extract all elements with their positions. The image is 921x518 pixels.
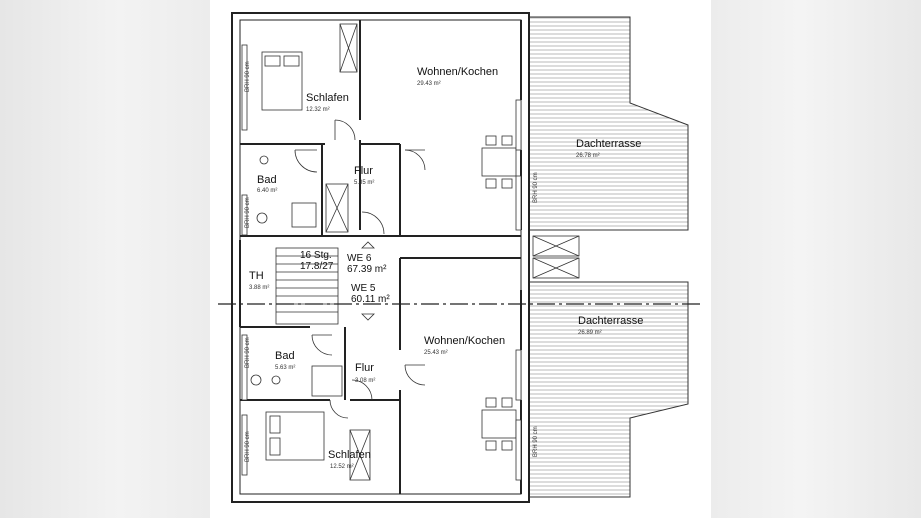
room-name-flur-top: Flur [354, 165, 373, 177]
room-name-wohnen-top: Wohnen/Kochen [417, 66, 499, 78]
room-area-th: 3.88 m² [249, 285, 270, 291]
room-name-th: TH [249, 270, 264, 282]
room-name-schlafen-bottom: Schlafen [328, 449, 371, 461]
wardrobes [325, 23, 580, 481]
sill-height-label: BRH 90 cm [245, 61, 251, 92]
sill-height-label: BRH 90 cm [245, 197, 251, 228]
room-name-bad-top: Bad [257, 174, 277, 186]
room-area-wohnen-top: 29.43 m² [417, 81, 441, 87]
outer-wall [231, 12, 530, 503]
sill-height-label: BRH 90 cm [533, 172, 539, 203]
windows [241, 44, 522, 481]
unit-area-we5: 60.11 m² [351, 294, 390, 305]
door-swings [294, 119, 426, 419]
beds [261, 51, 325, 461]
sill-height-label: BRH 90 cm [533, 426, 539, 457]
stairs-ratio: 17.8/27 [300, 261, 334, 272]
staircase [275, 241, 375, 325]
room-name-bad-bottom: Bad [275, 350, 295, 362]
room-area-flur-bottom: 3.08 m² [355, 378, 376, 384]
room-area-terrasse-top: 26.78 m² [576, 153, 600, 159]
dining-tables [481, 135, 517, 451]
unit-name-we5: WE 5 [351, 283, 376, 294]
room-area-terrasse-bottom: 26.89 m² [578, 330, 602, 336]
room-area-wohnen-bottom: 25.43 m² [424, 350, 448, 356]
room-name-schlafen-top: Schlafen [306, 92, 349, 104]
room-name-wohnen-bottom: Wohnen/Kochen [424, 335, 506, 347]
room-area-schlafen-bottom: 12.52 m² [330, 464, 354, 470]
interior-walls [239, 20, 522, 494]
room-name-terrasse-bottom: Dachterrasse [578, 315, 644, 327]
unit-area-we6: 67.39 m² [347, 264, 387, 275]
room-name-flur-bottom: Flur [355, 362, 374, 374]
sill-height-label: BRH 90 cm [245, 431, 251, 462]
room-area-schlafen-top: 12.32 m² [306, 107, 330, 113]
room-area-bad-top: 6.40 m² [257, 188, 278, 194]
stairs-count: 16 Stg. [300, 250, 332, 261]
room-area-bad-bottom: 5.63 m² [275, 365, 296, 371]
room-name-terrasse-top: Dachterrasse [576, 138, 642, 150]
bath-fixtures [250, 155, 343, 397]
unit-name-we6: WE 6 [347, 253, 372, 264]
room-area-flur-top: 5.85 m² [354, 180, 375, 186]
roof-terrace-top [528, 16, 689, 231]
sill-height-label: BRH 90 cm [245, 337, 251, 368]
